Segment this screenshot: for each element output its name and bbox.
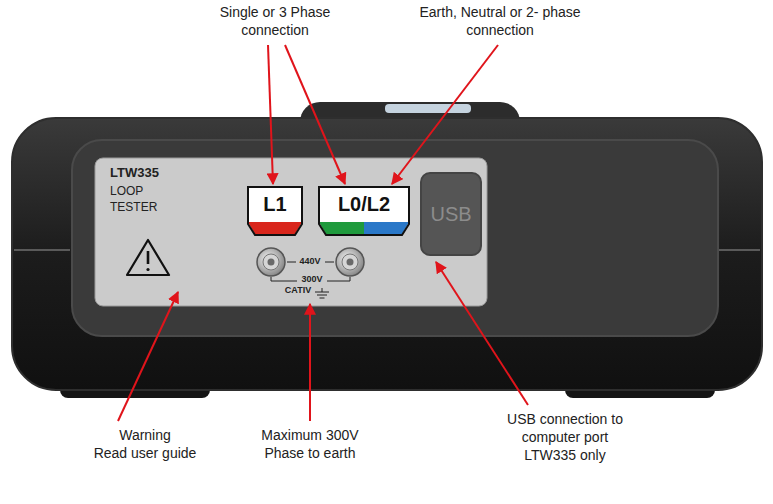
panel-marking: 300V	[301, 274, 322, 286]
leader-arrow	[309, 304, 311, 421]
text-line: USB connection to	[507, 410, 623, 428]
panel-marking: LTW335	[110, 165, 159, 182]
leader-arrow	[268, 45, 273, 184]
text-line: connection	[419, 21, 580, 39]
rating-bracket	[271, 277, 297, 281]
terminal-badge: L1	[247, 186, 303, 236]
front-bezel	[72, 140, 718, 336]
text-line: LOOP	[110, 184, 157, 200]
text-line: Maximum 300V	[261, 426, 358, 444]
callout-text: Maximum 300V Phase to earth	[261, 426, 358, 462]
text-line: 300V	[301, 274, 322, 286]
rating-bracket	[327, 277, 350, 281]
terminal-label: L0/L2	[318, 186, 410, 222]
body-seam	[14, 249, 70, 251]
text-line: CATIV	[285, 285, 311, 297]
earth-symbol	[317, 295, 327, 296]
terminal-badge: L0/L2	[318, 186, 410, 236]
rating-dash	[325, 262, 334, 263]
terminal-socket	[342, 254, 358, 270]
panel-marking: 440V	[299, 256, 320, 268]
usb-cap	[421, 173, 481, 255]
tester-body	[12, 118, 762, 390]
terminal-socket	[268, 259, 275, 266]
panel-marking: LOOP TESTER	[110, 184, 157, 215]
earth-symbol	[322, 288, 323, 292]
warning-symbol	[147, 251, 150, 264]
text-line: connection	[220, 21, 331, 39]
panel-marking: CATIV	[285, 285, 311, 297]
text-line: computer port	[507, 428, 623, 446]
badge-outline	[319, 187, 409, 235]
leader-arrow	[118, 292, 178, 421]
callout-text: USB connection to computer port LTW335 o…	[507, 410, 623, 465]
text-line: LTW335 only	[507, 446, 623, 464]
terminal-socket	[263, 254, 279, 270]
text-line: Read user guide	[94, 444, 197, 462]
port-label: USB	[420, 172, 482, 256]
text-line: LTW335	[110, 165, 159, 182]
callout-text: Single or 3 Phase connection	[220, 3, 331, 39]
leader-arrow	[285, 45, 345, 184]
warning-symbol	[127, 240, 169, 275]
terminal-socket	[347, 259, 354, 266]
leader-arrow	[436, 262, 528, 405]
badge-face	[319, 187, 409, 235]
text-line: Phase to earth	[261, 444, 358, 462]
rating-dash	[287, 262, 296, 263]
text-line: Warning	[94, 426, 197, 444]
warning-symbol	[146, 268, 149, 271]
text-line: Earth, Neutral or 2- phase	[419, 3, 580, 21]
badge-band	[320, 222, 364, 234]
text-line: 440V	[299, 256, 320, 268]
badge-outline	[248, 187, 302, 235]
text-line: Single or 3 Phase	[220, 3, 331, 21]
badge-band	[249, 222, 301, 234]
terminal-socket	[336, 248, 364, 276]
usb-cover: USB	[420, 172, 482, 256]
top-highlight	[385, 104, 471, 113]
callout-text: Warning Read user guide	[94, 426, 197, 462]
label-panel	[95, 158, 487, 306]
callout-text: Earth, Neutral or 2- phase connection	[419, 3, 580, 39]
terminal-label: L1	[247, 186, 303, 222]
terminal-socket	[257, 248, 285, 276]
text-line: TESTER	[110, 200, 157, 216]
leader-arrow	[392, 45, 498, 184]
badge-band	[364, 222, 408, 234]
earth-symbol	[320, 298, 325, 299]
earth-symbol	[315, 292, 329, 293]
badge-face	[248, 187, 302, 235]
